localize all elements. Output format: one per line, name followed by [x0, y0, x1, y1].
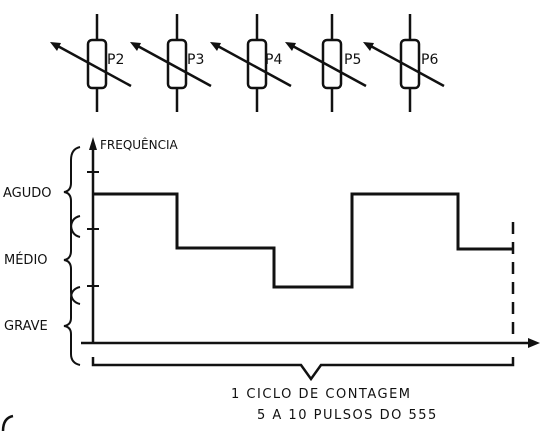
wiper-line	[366, 42, 445, 88]
potentiometer-p6: P6	[363, 14, 445, 112]
potentiometer-p5: P5	[285, 14, 367, 112]
wiper-arrow-icon	[50, 42, 61, 51]
corner-mark	[1, 414, 14, 431]
wiper-line	[53, 42, 132, 88]
wiper-arrow-icon	[363, 42, 374, 51]
wiper-line	[288, 42, 367, 88]
pot-label: P6	[421, 52, 438, 68]
pot-label: P2	[107, 52, 124, 68]
wiper-arrow-icon	[210, 42, 221, 51]
caption-line-1: 1 CICLO DE CONTAGEM	[231, 387, 412, 402]
wiper-arrow-icon	[285, 42, 296, 51]
time-axis-arrow-icon	[528, 338, 540, 348]
frequency-axis-label: FREQUÊNCIA	[100, 137, 179, 152]
level-label-grave: GRAVE	[4, 319, 48, 334]
level-label-agudo: AGUDO	[3, 186, 52, 201]
level-label-medio: MÉDIO	[4, 252, 48, 268]
potentiometer-p3: P3	[130, 14, 212, 112]
frequency-step-waveform	[93, 192, 513, 289]
wiper-line	[213, 42, 292, 88]
cycle-brace	[91, 357, 515, 382]
potentiometer-p2: P2	[50, 14, 132, 112]
level-brace-grave	[63, 286, 81, 366]
pot-label: P5	[344, 52, 361, 68]
frequency-axis-ticks	[87, 171, 99, 287]
wiper-line	[133, 42, 212, 88]
caption-line-2: 5 A 10 PULSOS DO 555	[257, 408, 438, 423]
potentiometer-p4: P4	[210, 14, 292, 112]
wiper-arrow-icon	[130, 42, 141, 51]
pot-label: P3	[187, 52, 204, 68]
frequency-axis-arrow-icon	[89, 137, 97, 150]
pot-label: P4	[265, 52, 282, 68]
